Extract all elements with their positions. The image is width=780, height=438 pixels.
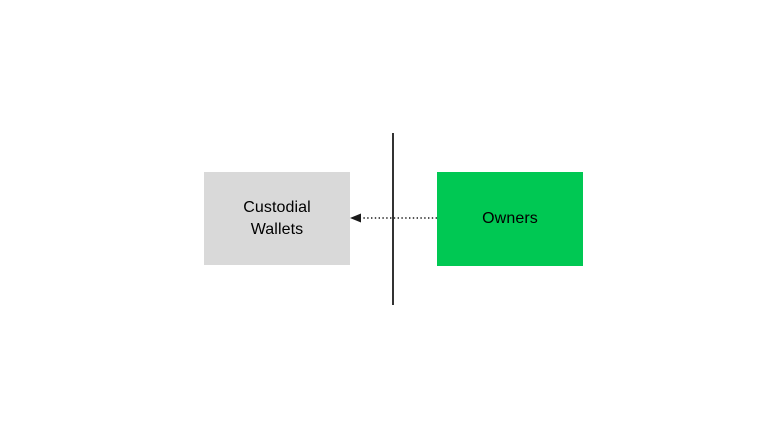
edge-arrowhead-icon (350, 213, 361, 223)
trust-boundary-line (392, 133, 394, 305)
node-custodial-wallets[interactable]: Custodial Wallets (204, 172, 350, 265)
node-owners[interactable]: Owners (437, 172, 583, 266)
